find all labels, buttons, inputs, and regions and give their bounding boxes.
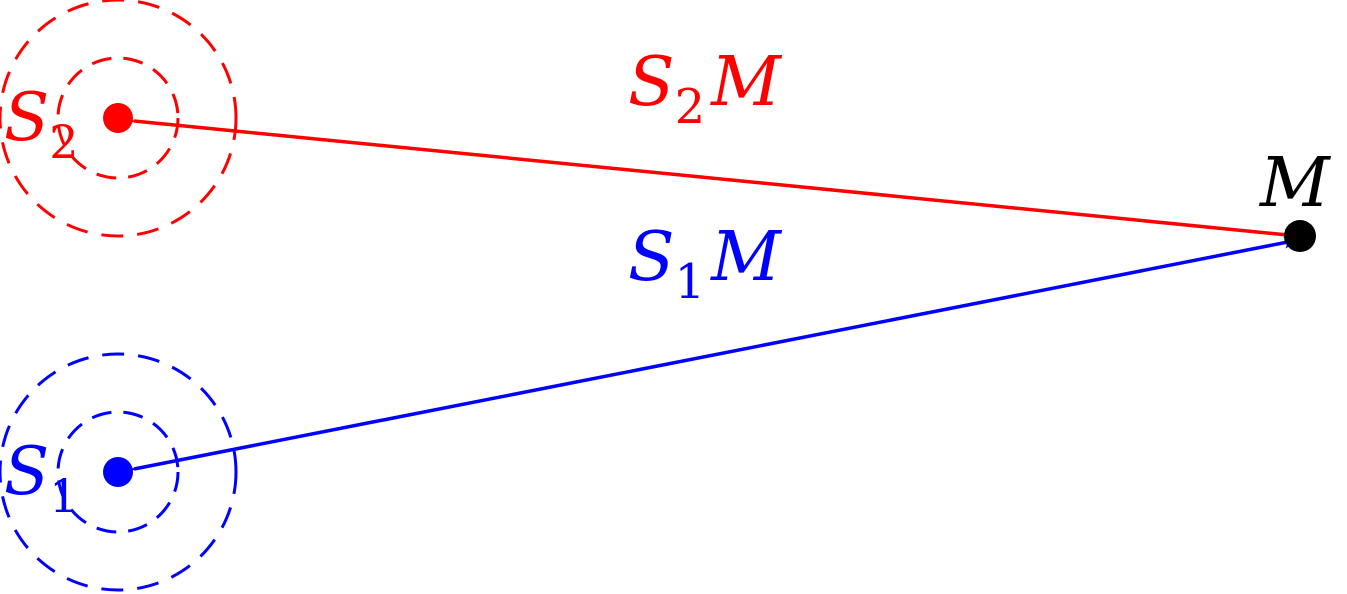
label-s2: S2 [4,79,79,169]
label-s2m: S2M [628,43,783,135]
point-m [1284,220,1316,252]
source-s1-point [103,457,133,487]
label-s1m: S1M [628,218,783,310]
path-s1-m [119,236,1300,478]
label-s1: S1 [4,433,79,523]
source-s2-point [103,103,133,133]
path-s2-m [119,113,1300,241]
label-m: M [1258,144,1332,223]
